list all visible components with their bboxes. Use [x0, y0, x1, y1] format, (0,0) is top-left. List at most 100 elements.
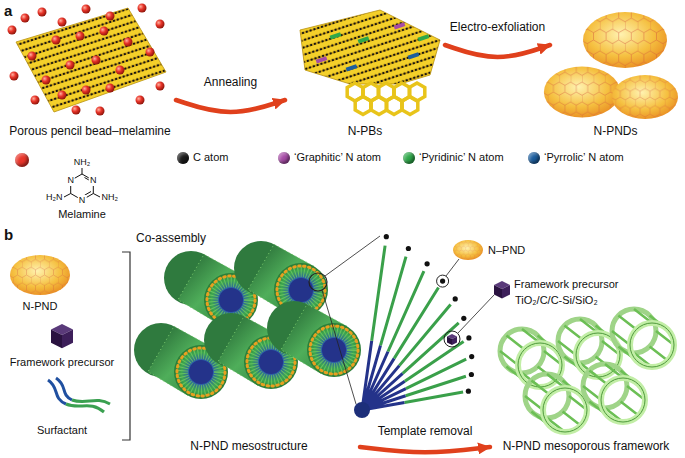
surfactant-tail [72, 400, 110, 404]
nanodot-disc [544, 67, 620, 118]
chemical-group: H₂N [45, 192, 64, 203]
honeycomb-cell [355, 97, 371, 115]
honeycomb-cell [409, 83, 425, 101]
strand-tip [466, 389, 471, 394]
melamine-sphere [138, 4, 147, 13]
melamine-sphere [92, 56, 101, 65]
process-arrow [445, 45, 550, 57]
process-label: Co-assembly [136, 231, 206, 245]
melamine-sphere [76, 32, 85, 41]
melamine-sphere [100, 27, 109, 36]
pyridinic-n-segment [358, 36, 370, 43]
melamine-sphere [28, 52, 37, 61]
honeycomb-cell [378, 83, 394, 101]
framework-tube [525, 374, 587, 432]
process-arrow [176, 100, 285, 112]
pyridinic-n-segment [418, 34, 430, 41]
atom-symbol: N [78, 195, 87, 206]
panel-letter: a [4, 2, 12, 20]
surfactant-tail [66, 404, 104, 412]
melamine-sphere [58, 18, 67, 27]
process-arrow [360, 447, 490, 452]
atom-symbol: N [66, 175, 75, 186]
pyrrolic-n-segment [346, 64, 358, 71]
melamine-sphere [21, 14, 30, 23]
strand-tip [440, 279, 445, 284]
strand-tip [453, 296, 458, 301]
arrow-label: Template removal [376, 424, 475, 438]
pyrrolic-n-segment [408, 52, 420, 59]
melamine-bonds [64, 168, 100, 197]
melamine-sphere [31, 96, 40, 105]
arrow-label: Annealing [202, 75, 259, 89]
honeycomb-cell [402, 97, 418, 115]
melamine-sphere [156, 20, 165, 29]
surfactant-head [48, 380, 66, 404]
nanodot-disc [583, 12, 667, 68]
melamine-sphere [10, 72, 19, 81]
component-label: Framework precursor [10, 356, 115, 369]
legend-swatch [528, 152, 540, 164]
precursor-cube [447, 334, 457, 345]
strand-tip [384, 234, 389, 239]
nanodot-disc [612, 75, 678, 119]
callout-circle [437, 275, 449, 287]
strand-tip [469, 354, 474, 359]
nanodot-disc [10, 255, 70, 295]
n-doped-bead-layers [300, 10, 440, 84]
panel-caption: N-PNDs [592, 124, 640, 138]
melamine-sphere [8, 26, 17, 35]
honeycomb-cell [371, 97, 387, 115]
callout-label: N–PND [488, 244, 525, 257]
legend-swatch [177, 152, 189, 164]
precursor-cube [494, 281, 510, 299]
honeycomb-cell [347, 83, 363, 101]
surfactant-head [56, 378, 72, 400]
melamine-sphere [146, 48, 155, 57]
strand-tip [466, 335, 471, 340]
zoom-circle [309, 273, 327, 291]
melamine-sphere [136, 96, 145, 105]
arrow-label: Electro-exfoliation [448, 20, 547, 34]
legend-label: ‘Graphitic’ N atom [294, 151, 381, 164]
micelle-cylinder [134, 323, 228, 399]
melamine-sphere [116, 66, 125, 75]
melamine-sphere [106, 12, 115, 21]
micelle-cylinder [267, 301, 361, 377]
illustration-panel: Porous pencil bead–melamine [4, 4, 176, 140]
framework-tube [558, 319, 620, 377]
melamine-sphere [82, 86, 91, 95]
surfactant-shell-strands [372, 246, 467, 403]
melamine-sphere [58, 91, 67, 100]
framework-tube [500, 329, 562, 387]
illustration-panel: N-PNDs [550, 4, 681, 140]
atom-symbol: N [89, 175, 98, 186]
panel-caption: N-PND mesostructure [188, 439, 309, 453]
chemical-group: NH₂ [73, 157, 92, 168]
illustration-panel: N-PND mesoporous framework [490, 320, 682, 455]
zoom-line [322, 236, 380, 404]
panel-caption: N-PND mesoporous framework [501, 439, 672, 453]
callout-circle [444, 331, 460, 347]
callout-label: Framework precursor [514, 278, 619, 291]
melamine-sphere [106, 84, 115, 93]
grouping-bracket [122, 252, 130, 440]
strand-tip [425, 261, 430, 266]
melamine-sphere [42, 76, 51, 85]
illustration-panel: N-PND mesostructure [138, 250, 360, 455]
honeycomb-cell [386, 97, 402, 115]
panel-letter: b [4, 226, 13, 244]
melamine-sphere [52, 36, 61, 45]
surfactant-core [354, 402, 370, 418]
strand-tip [406, 246, 411, 251]
graphitic-n-segment [394, 22, 406, 29]
precursor-cube [51, 324, 73, 348]
legend-label: Melamine [58, 208, 106, 221]
surfactant-core-strands [362, 341, 406, 410]
chemical-group: NH₂ [101, 192, 120, 203]
melamine-sphere [156, 82, 165, 91]
micelle-cylinder [164, 251, 258, 327]
strand-tip [461, 316, 466, 321]
panel-caption: N-PBs [346, 124, 385, 138]
nanodot-disc [453, 240, 483, 260]
